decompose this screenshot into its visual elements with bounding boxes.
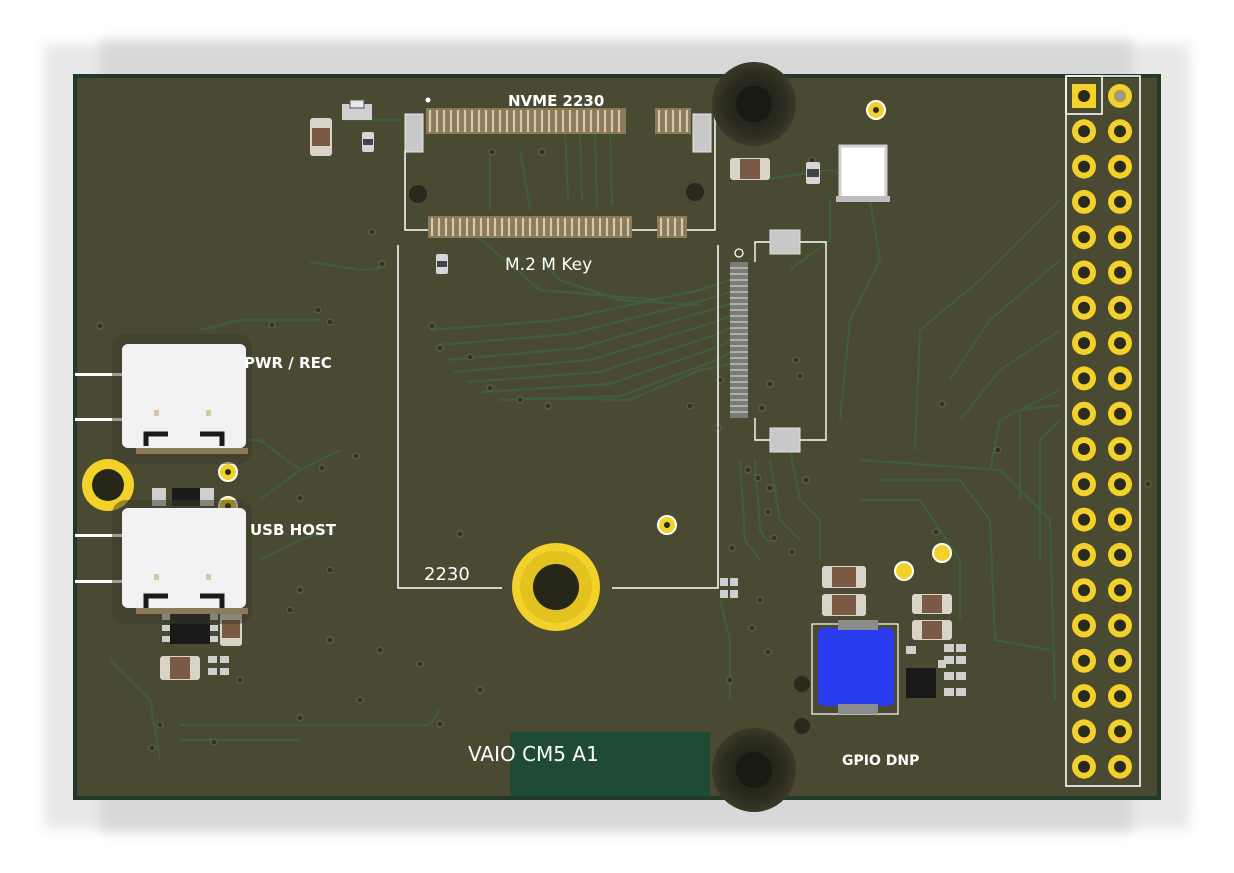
- gpio-pin-hole: [1078, 372, 1090, 385]
- gpio-pin-hole: [1078, 407, 1090, 420]
- gpio-pin-hole: [1114, 160, 1126, 173]
- gpio-pin-hole: [1114, 619, 1126, 632]
- gpio-pin-hole: [1078, 195, 1090, 208]
- gpio-pin-hole: [1114, 301, 1126, 314]
- gpio-pin-hole: [1078, 690, 1090, 703]
- gpio-pin-hole: [1114, 90, 1126, 102]
- gpio-pin-hole: [1114, 266, 1126, 279]
- usb-c-icon: [75, 334, 252, 464]
- gpio-pin-hole: [1114, 125, 1126, 138]
- mounting-hole-icon: [512, 543, 600, 631]
- label-pwr-rec: PWR / REC: [244, 354, 332, 372]
- gpio-pin-hole: [1114, 478, 1126, 491]
- gpio-pin-hole: [1078, 584, 1090, 597]
- gpio-pin-hole: [1114, 548, 1126, 561]
- usb-c-icon: [75, 500, 252, 624]
- ffc-connector: [730, 229, 827, 453]
- gpio-pin-hole: [1078, 443, 1090, 455]
- pcb-board: [73, 74, 1161, 800]
- gpio-pin-hole: [1078, 266, 1090, 279]
- gpio-pin-hole: [1078, 478, 1090, 491]
- label-m2-key: M.2 M Key: [505, 255, 592, 275]
- gpio-pin-hole: [1078, 337, 1090, 350]
- m2-top-pads: [404, 97, 712, 153]
- m2-bottom-pads: [409, 183, 704, 238]
- gpio-pin-hole: [1078, 160, 1090, 173]
- gpio-pin-hole: [1114, 231, 1126, 244]
- label-2230: 2230: [424, 564, 470, 585]
- gpio-pin-hole: [1078, 301, 1090, 314]
- gpio-pin-hole: [1114, 513, 1126, 526]
- gpio-pin-hole: [1114, 337, 1126, 350]
- mounting-hole-icon: [712, 62, 796, 146]
- gpio-pin-hole: [1114, 760, 1126, 773]
- pin-header-icon: [1065, 75, 1141, 787]
- gpio-pin-hole: [1114, 407, 1126, 420]
- mounting-hole-icon: [712, 728, 796, 812]
- gpio-pin-hole: [1114, 195, 1126, 208]
- gpio-pin-hole: [1114, 690, 1126, 703]
- gpio-pin-hole: [1078, 548, 1090, 561]
- vias: [96, 148, 1152, 752]
- traces: [109, 89, 1061, 761]
- gpio-pin-hole: [1114, 654, 1126, 667]
- gpio-pin-hole: [1114, 725, 1126, 738]
- gpio-pin-hole: [1078, 90, 1090, 102]
- label-board-name: VAIO CM5 A1: [468, 742, 599, 766]
- power-inductor: [811, 620, 899, 715]
- gpio-pin-hole: [1078, 760, 1090, 773]
- mounting-hole-icon: [82, 459, 134, 511]
- gpio-pin-hole: [1078, 231, 1090, 244]
- gpio-pin-hole: [1078, 654, 1090, 667]
- gpio-pin-hole: [1078, 125, 1090, 138]
- label-gpio: GPIO DNP: [842, 753, 919, 769]
- gpio-pin-hole: [1114, 443, 1126, 455]
- gpio-pin-hole: [1078, 513, 1090, 526]
- gpio-pin-hole: [1078, 725, 1090, 738]
- gpio-pin-hole: [1114, 584, 1126, 597]
- gpio-pin-hole: [1078, 619, 1090, 632]
- gpio-pin-hole: [1114, 372, 1126, 385]
- copper-fill-area: [510, 732, 710, 796]
- label-nvme: NVME 2230: [508, 92, 604, 110]
- label-usb-host: USB HOST: [250, 521, 337, 539]
